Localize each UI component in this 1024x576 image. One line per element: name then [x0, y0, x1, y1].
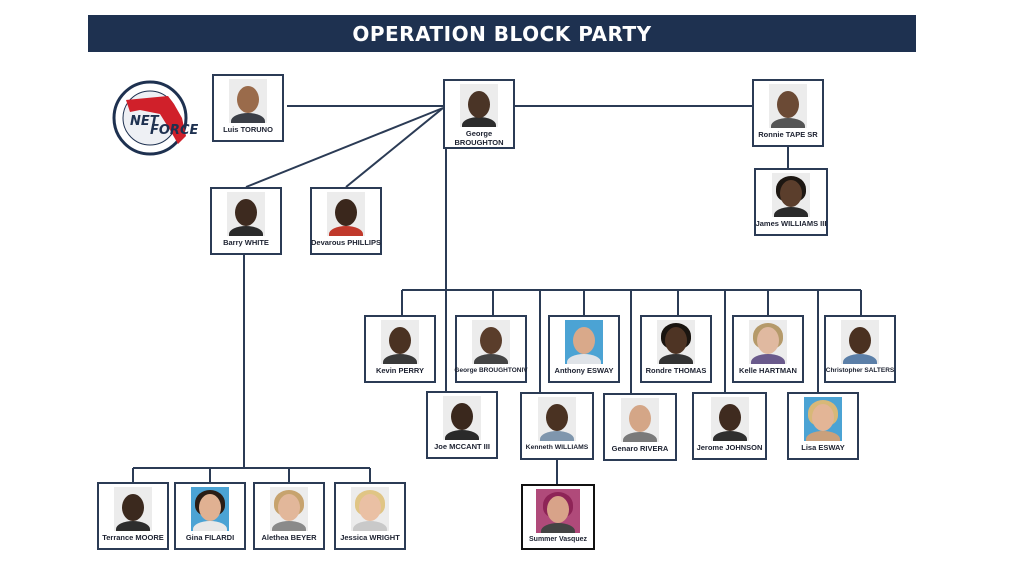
mugshot-photo [443, 396, 481, 440]
person-card-jerome-johnson: Jerome JOHNSON [692, 392, 767, 460]
person-name: Barry WHITE [223, 238, 269, 247]
person-name: Summer Vasquez [529, 536, 587, 543]
mugshot-photo [565, 320, 603, 364]
person-card-anthony-esway: Anthony ESWAY [548, 315, 620, 383]
mugshot-photo [804, 397, 842, 441]
person-card-james-williams-iii: James WILLIAMS III [754, 168, 828, 236]
person-card-george-broughton: George BROUGHTON [443, 79, 515, 149]
person-name: Alethea BEYER [261, 533, 317, 542]
person-name: Jessica WRIGHT [340, 533, 400, 542]
person-card-barry-white: Barry WHITE [210, 187, 282, 255]
mugshot-photo [351, 487, 389, 531]
mugshot-photo [657, 320, 695, 364]
person-card-jessica-wright: Jessica WRIGHT [334, 482, 406, 550]
net-force-logo: NET FORCE [110, 78, 198, 158]
person-name: Lisa ESWAY [801, 443, 845, 452]
person-name: George BROUGHTON [454, 129, 504, 147]
person-name: Joe MCCANT III [434, 442, 490, 451]
mugshot-photo [749, 320, 787, 364]
person-name: Rondre THOMAS [645, 366, 707, 375]
person-name: Jerome JOHNSON [696, 443, 763, 452]
person-name: Terrance MOORE [102, 533, 164, 542]
person-card-lisa-esway: Lisa ESWAY [787, 392, 859, 460]
person-card-genaro-rivera: Genaro RIVERA [603, 393, 677, 461]
person-name: George BROUGHTONIV [454, 367, 528, 374]
person-card-kelle-hartman: Kelle HARTMAN [732, 315, 804, 383]
person-card-gina-filardi: Gina FILARDI [174, 482, 246, 550]
person-name: Luis TORUNO [223, 125, 273, 134]
mugshot-photo [191, 487, 229, 531]
mugshot-photo [327, 192, 365, 236]
mugshot-photo [229, 79, 267, 123]
person-name: Anthony ESWAY [554, 366, 614, 375]
person-name: Kevin PERRY [375, 366, 425, 375]
person-card-george-broughton-iv: George BROUGHTONIV [454, 315, 528, 383]
mugshot-photo [270, 487, 308, 531]
mugshot-photo [841, 320, 879, 364]
person-name: Kelle HARTMAN [739, 366, 797, 375]
person-card-alethea-beyer: Alethea BEYER [253, 482, 325, 550]
person-name: Gina FILARDI [185, 533, 235, 542]
person-card-joe-mccant-iii: Joe MCCANT III [426, 391, 498, 459]
person-card-kenneth-williams: Kenneth WILLIAMS [520, 392, 594, 460]
mugshot-photo [769, 84, 807, 128]
mugshot-photo [381, 320, 419, 364]
person-card-terrance-moore: Terrance MOORE [97, 482, 169, 550]
mugshot-photo [538, 397, 576, 441]
person-name: Genaro RIVERA [611, 444, 669, 453]
person-name: Christopher SALTERS [825, 367, 895, 374]
person-card-rondre-thomas: Rondre THOMAS [640, 315, 712, 383]
mugshot-photo [772, 173, 810, 217]
person-card-ronnie-tape-sr: Ronnie TAPE SR [752, 79, 824, 147]
mugshot-photo [114, 487, 152, 531]
person-card-devarous-phillips: Devarous PHILLIPS [310, 187, 382, 255]
mugshot-photo [710, 397, 749, 441]
title-banner: OPERATION BLOCK PARTY [88, 15, 916, 52]
mugshot-photo [536, 489, 580, 533]
person-name: Ronnie TAPE SR [758, 130, 818, 139]
logo-text-force: FORCE [150, 123, 198, 138]
mugshot-photo [621, 398, 659, 442]
mugshot-photo [227, 192, 265, 236]
person-card-kevin-perry: Kevin PERRY [364, 315, 436, 383]
person-name: Kenneth WILLIAMS [525, 444, 589, 451]
mugshot-photo [472, 320, 510, 364]
person-name: James WILLIAMS III [755, 219, 827, 228]
person-card-summer-vasquez: Summer Vasquez [521, 484, 595, 550]
person-name: Devarous PHILLIPS [310, 238, 382, 247]
person-card-christopher-salters: Christopher SALTERS [824, 315, 896, 383]
mugshot-photo [460, 84, 498, 127]
person-card-luis-toruno: Luis TORUNO [212, 74, 284, 142]
logo-text-net: NET [130, 114, 160, 129]
